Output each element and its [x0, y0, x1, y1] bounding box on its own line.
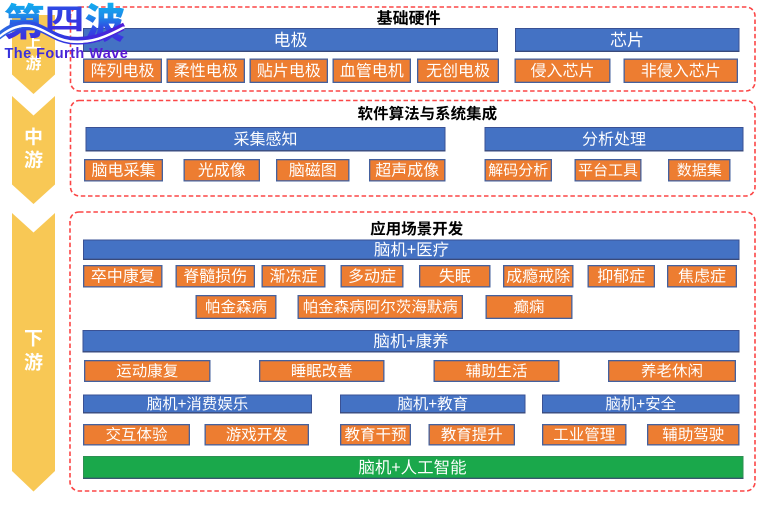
svg-text:The Fourth Wave: The Fourth Wave [5, 46, 129, 62]
